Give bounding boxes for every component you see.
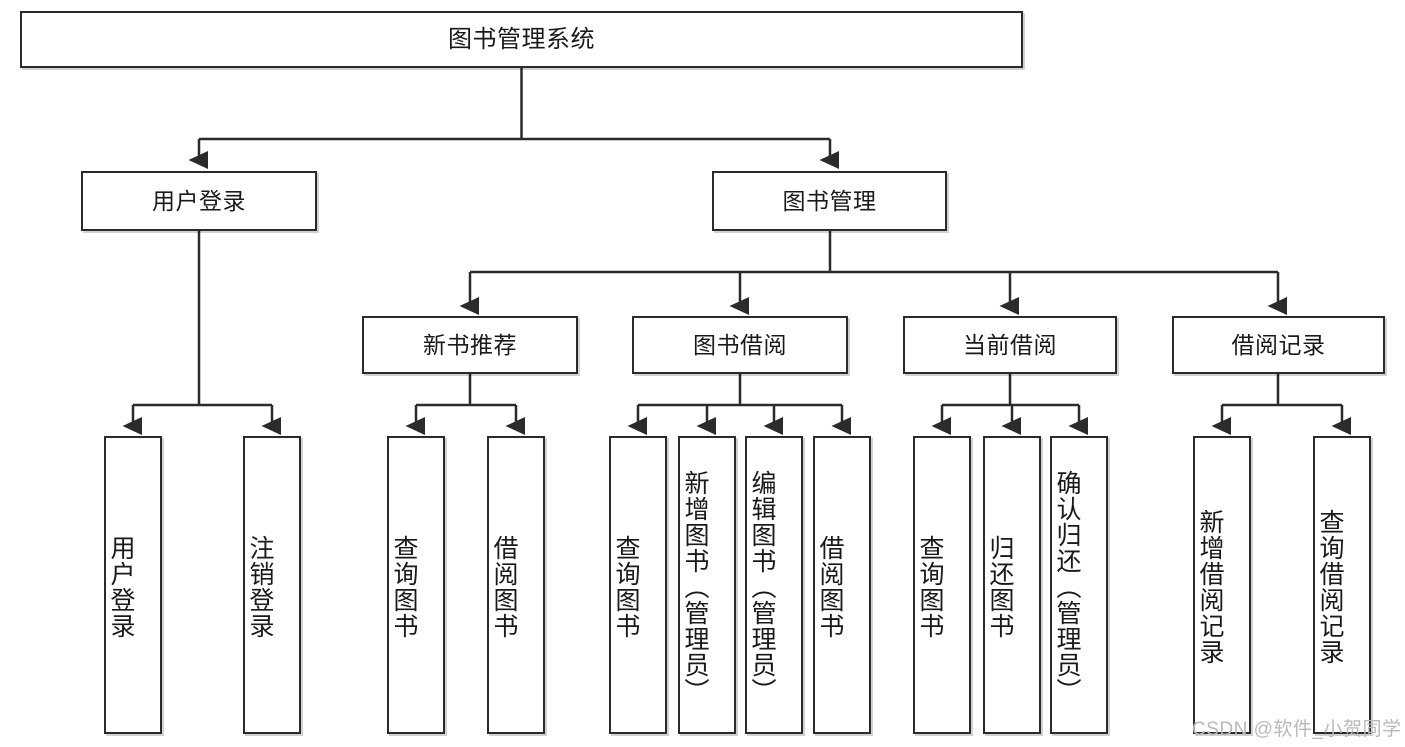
node-book-manage[interactable]: 图书管理 (712, 171, 947, 231)
node-book-manage-label: 图书管理 (782, 187, 877, 214)
leaf-query-book-2[interactable]: 查询图书 (609, 436, 667, 734)
leaf-add-borrow-record[interactable]: 新增借阅记录 (1193, 436, 1251, 734)
node-root[interactable]: 图书管理系统 (20, 11, 1023, 68)
leaf-query-borrow-record-label: 查询借阅记录 (1316, 509, 1344, 665)
leaf-user-login-label: 用户登录 (107, 535, 135, 639)
node-book-borrow[interactable]: 图书借阅 (632, 316, 848, 374)
leaf-return-book[interactable]: 归还图书 (983, 436, 1041, 734)
leaf-edit-book-label: 编辑图书（管理员） (748, 470, 776, 704)
node-user-login[interactable]: 用户登录 (81, 171, 317, 231)
leaf-borrow-book-1-label: 借阅图书 (490, 535, 518, 639)
leaf-query-borrow-record[interactable]: 查询借阅记录 (1313, 436, 1371, 734)
leaf-add-book[interactable]: 新增图书（管理员） (678, 436, 736, 734)
leaf-query-book-3[interactable]: 查询图书 (913, 436, 971, 734)
node-current-borrow-label: 当前借阅 (963, 331, 1057, 358)
node-root-label: 图书管理系统 (448, 25, 595, 53)
leaf-query-book-1[interactable]: 查询图书 (387, 436, 445, 734)
leaf-user-logout[interactable]: 注销登录 (243, 436, 301, 734)
node-borrow-record-label: 借阅记录 (1231, 331, 1326, 358)
node-new-book-recommend-label: 新书推荐 (423, 331, 517, 358)
leaf-user-logout-label: 注销登录 (246, 535, 274, 639)
leaf-borrow-book-2-label: 借阅图书 (816, 535, 844, 639)
leaf-add-book-label: 新增图书（管理员） (681, 470, 709, 704)
csdn-watermark: CSDN @软件_小贺同学 (1192, 719, 1402, 740)
leaf-user-login[interactable]: 用户登录 (104, 436, 162, 734)
leaf-confirm-return[interactable]: 确认归还（管理员） (1050, 436, 1108, 734)
node-book-borrow-label: 图书借阅 (693, 331, 787, 358)
leaf-edit-book[interactable]: 编辑图书（管理员） (745, 436, 803, 734)
leaf-query-book-3-label: 查询图书 (916, 535, 944, 639)
leaf-confirm-return-label: 确认归还（管理员） (1053, 470, 1081, 704)
leaf-query-book-1-label: 查询图书 (390, 535, 418, 639)
leaf-borrow-book-1[interactable]: 借阅图书 (487, 436, 545, 734)
node-current-borrow[interactable]: 当前借阅 (903, 316, 1117, 374)
node-user-login-label: 用户登录 (152, 187, 246, 214)
node-borrow-record[interactable]: 借阅记录 (1172, 316, 1385, 374)
leaf-add-borrow-record-label: 新增借阅记录 (1196, 509, 1224, 665)
leaf-query-book-2-label: 查询图书 (612, 535, 640, 639)
node-new-book-recommend[interactable]: 新书推荐 (362, 316, 578, 374)
leaf-return-book-label: 归还图书 (986, 535, 1014, 639)
leaf-borrow-book-2[interactable]: 借阅图书 (813, 436, 871, 734)
